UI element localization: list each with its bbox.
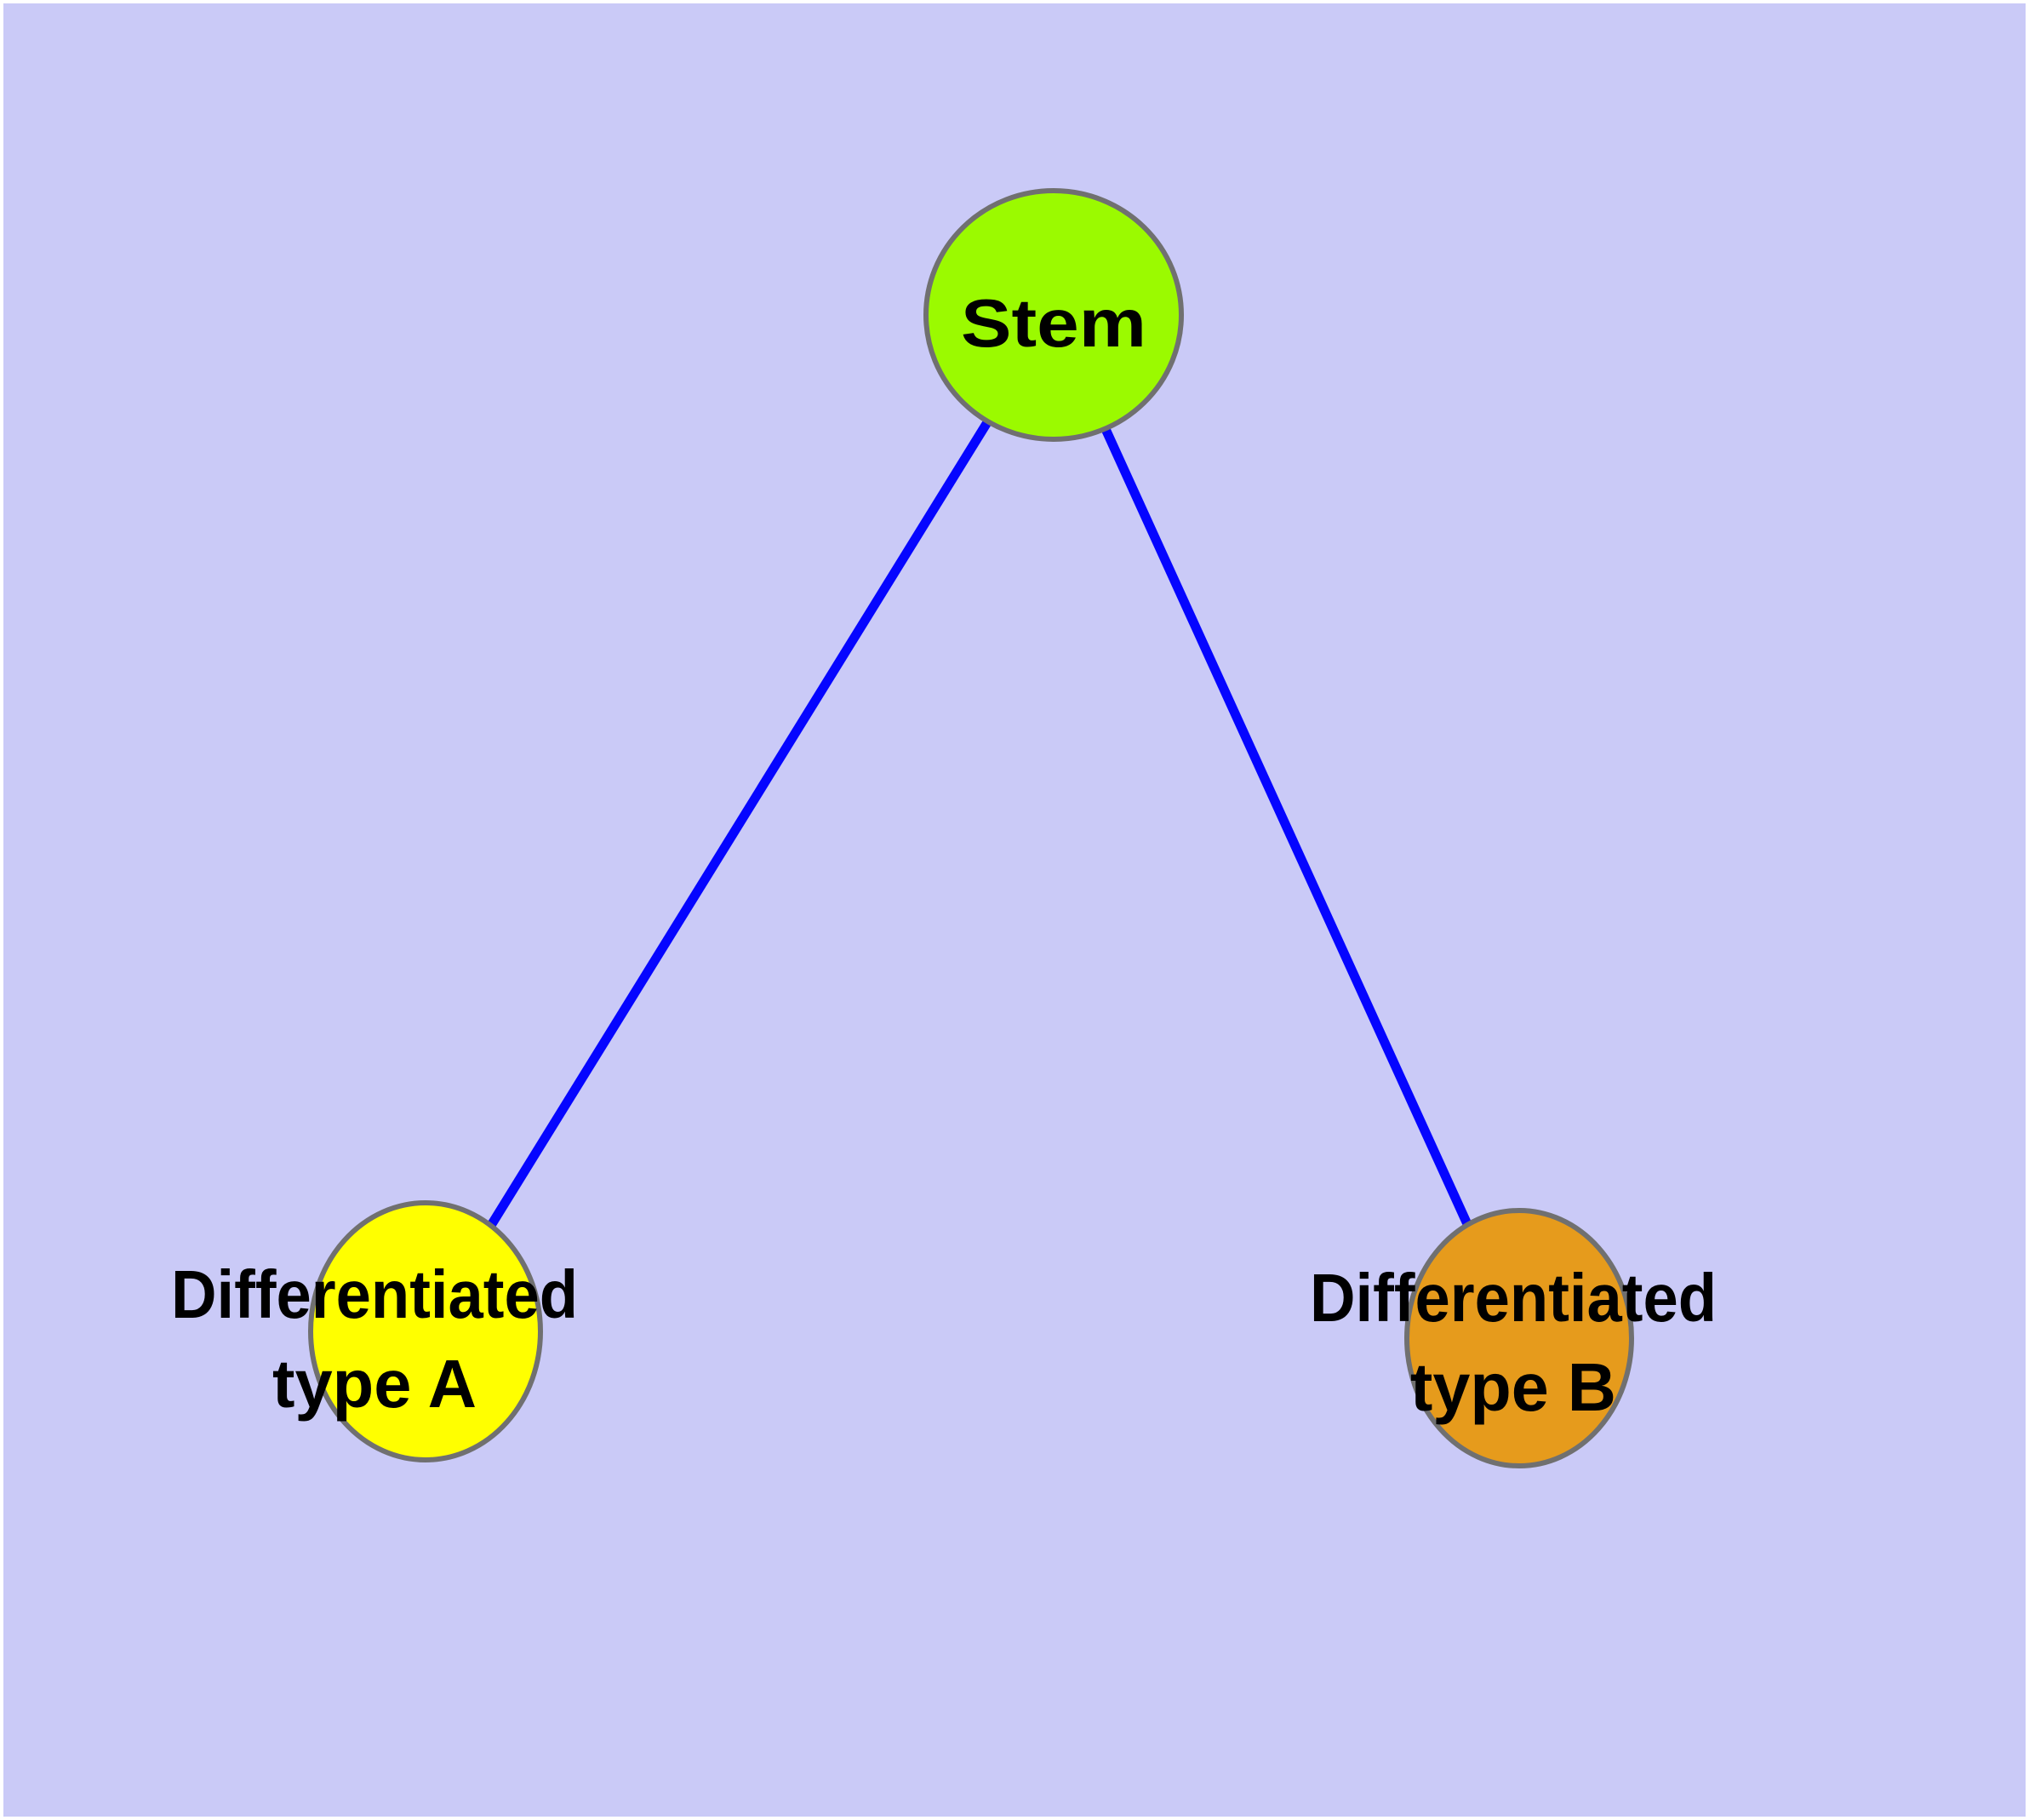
node-differentiated-type-b	[1404, 1208, 1634, 1468]
node-type-b-label-line1: Differentiated	[1310, 1260, 1717, 1336]
node-differentiated-type-a	[308, 1200, 543, 1462]
edge-stem-to-type-a	[421, 312, 1058, 1334]
node-type-b-label-line2: type B	[1410, 1349, 1616, 1425]
node-stem	[923, 188, 1184, 442]
node-type-a-label-line1: Differentiated	[171, 1256, 578, 1332]
edge-stem-to-type-b	[1049, 312, 1524, 1341]
node-stem-label: Stem	[961, 285, 1146, 361]
node-type-a-label-line2: type A	[272, 1346, 477, 1422]
graph-canvas: Stem Differentiated type A Differentiate…	[171, 188, 1717, 1468]
diagram-background: Stem Differentiated type A Differentiate…	[3, 3, 2026, 1817]
